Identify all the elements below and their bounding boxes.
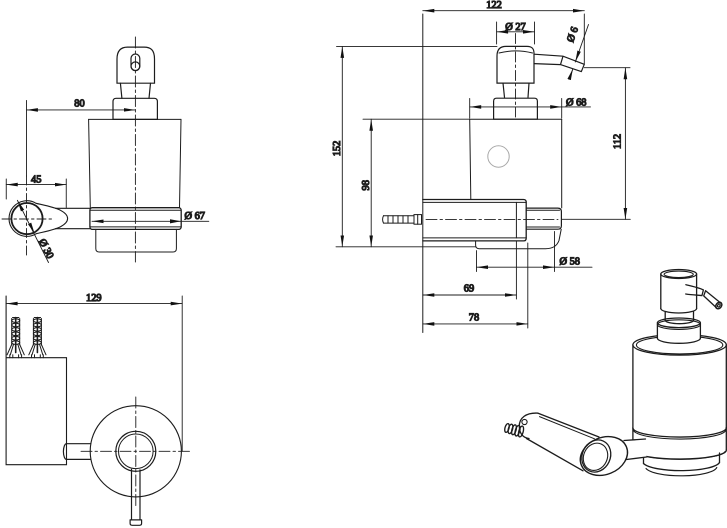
svg-text:112: 112 [613,134,624,149]
svg-text:45: 45 [31,174,41,185]
svg-text:129: 129 [86,293,102,304]
svg-text:Ø 27: Ø 27 [505,22,526,33]
svg-text:69: 69 [464,284,474,295]
svg-text:80: 80 [74,99,84,110]
svg-text:152: 152 [332,141,343,157]
svg-text:Ø 6: Ø 6 [565,26,581,44]
svg-text:122: 122 [486,0,502,11]
svg-text:98: 98 [361,180,372,190]
svg-text:Ø 67: Ø 67 [185,211,206,222]
svg-text:78: 78 [469,312,479,323]
svg-text:Ø 58: Ø 58 [560,257,581,268]
svg-text:Ø 68: Ø 68 [566,98,587,109]
svg-text:Ø 30: Ø 30 [36,237,55,260]
